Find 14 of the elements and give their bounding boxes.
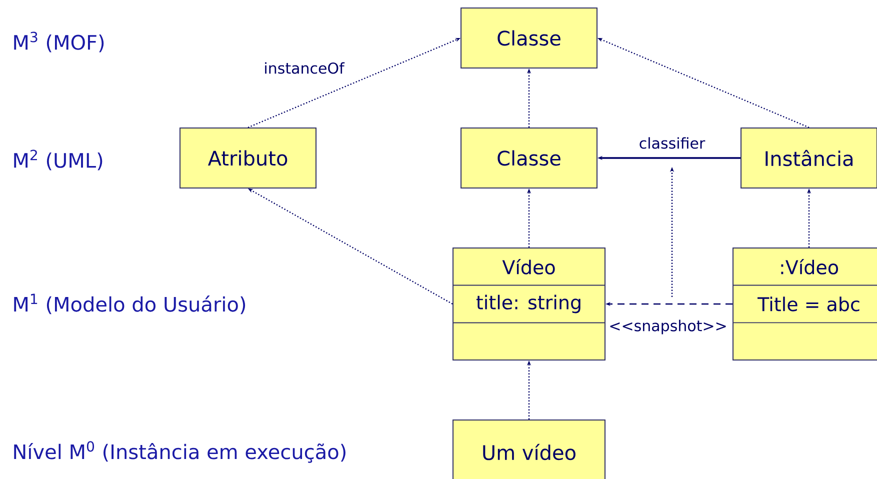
edge-label: classifier — [638, 136, 706, 150]
level-label: M$^{1}$ (Modelo do Usuário) — [14, 294, 246, 314]
edge-label: instanceOf — [262, 61, 346, 75]
class-box: :Vídeo Title = abc — [732, 248, 877, 360]
class-box: Atributo — [180, 128, 316, 188]
level-label: Nível M$^{0}$ (Instância em execução) — [14, 441, 346, 463]
class-box: Vídeo title: string — [452, 248, 606, 360]
class-box: Classe — [460, 8, 598, 68]
class-box: Instância — [740, 128, 877, 188]
level-label: M$^{3}$ (MOF) — [14, 32, 104, 52]
class-box: Classe — [460, 128, 598, 188]
class-box: Um vídeo — [452, 420, 606, 479]
level-label: M$^{2}$ (UML) — [14, 150, 102, 170]
edge-label: <<snapshot>> — [608, 318, 728, 336]
